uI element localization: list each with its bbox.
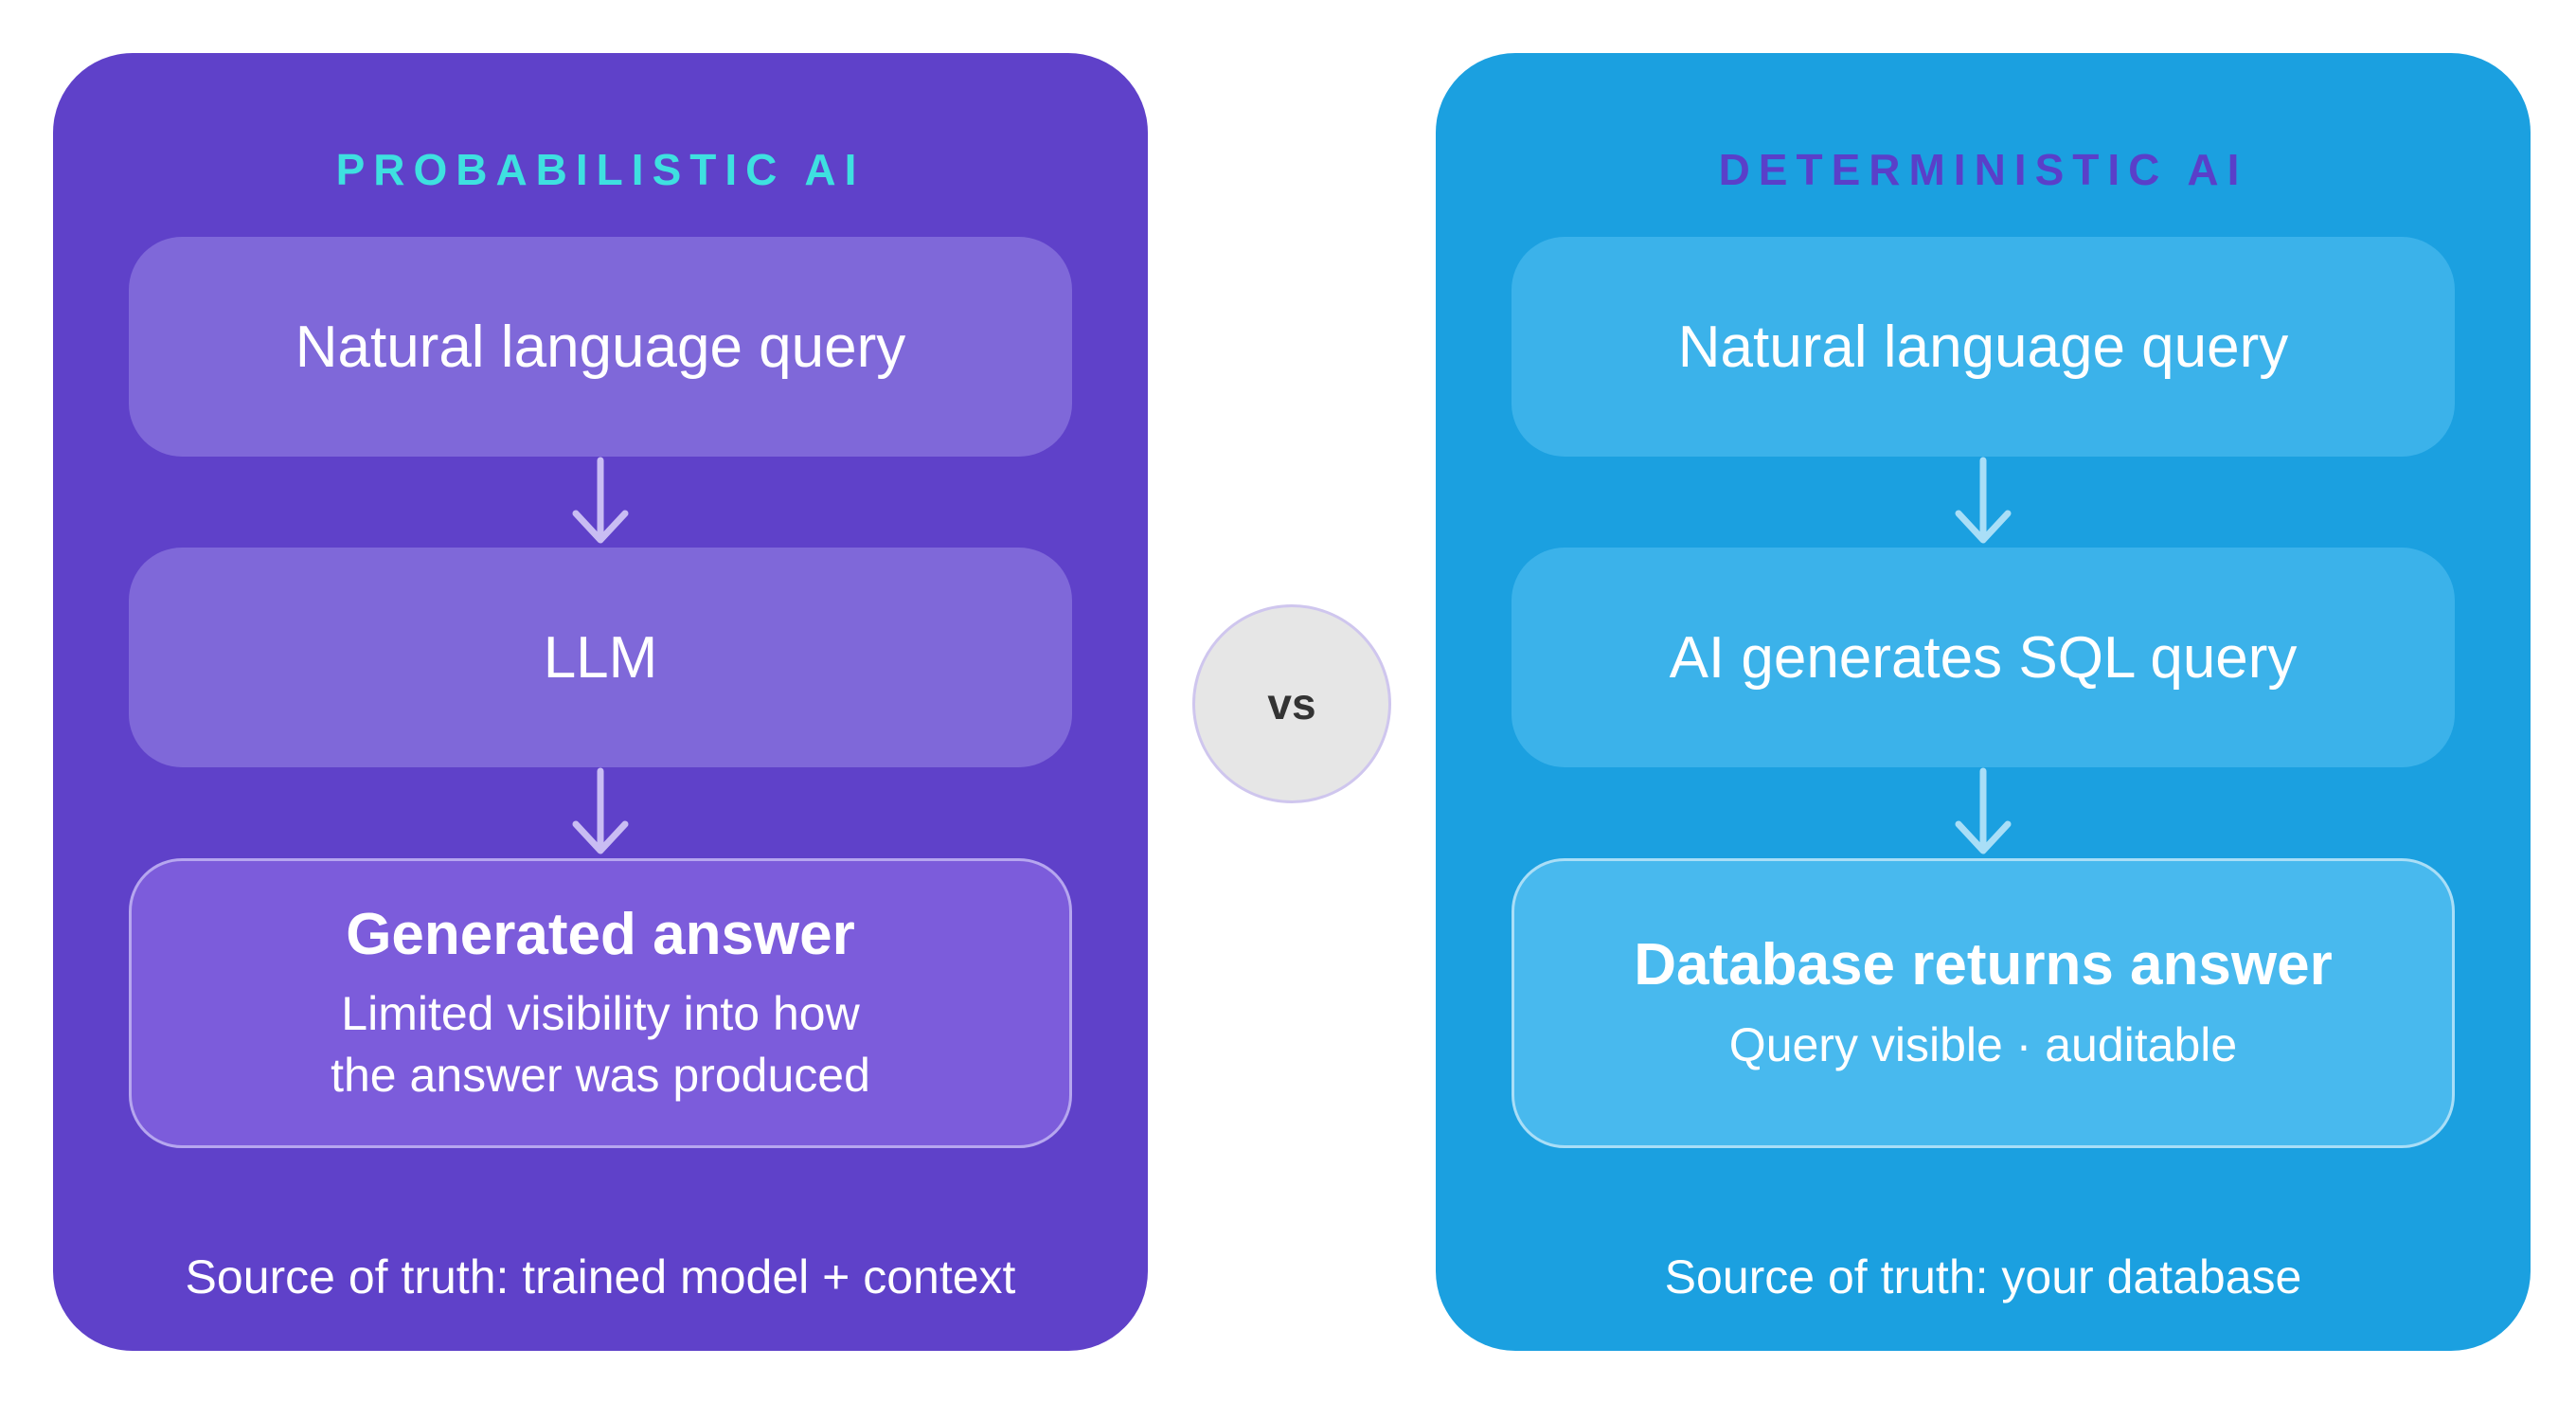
left-result-title: Generated answer (346, 901, 855, 967)
left-result-note-line-1: Limited visibility into how (341, 987, 860, 1041)
probabilistic-ai-panel: PROBABILISTIC AI Natural language query … (53, 53, 1148, 1351)
deterministic-ai-panel: DETERMINISTIC AI Natural language query … (1436, 53, 2531, 1351)
right-result-database-answer: Database returns answer Query visible · … (1512, 858, 2455, 1148)
right-result-note: Query visible · auditable (1728, 1017, 2238, 1071)
left-step-natural-language-query: Natural language query (129, 237, 1072, 457)
left-source-of-truth: Source of truth: trained model + context (185, 1250, 1016, 1303)
left-result-note: Limited visibility into how the answer w… (331, 983, 870, 1106)
deterministic-ai-title: DETERMINISTIC AI (1718, 145, 2248, 194)
arrow-down-icon (572, 457, 629, 544)
arrow-down-icon (1955, 767, 2012, 854)
left-result-note-line-2: the answer was produced (331, 1049, 870, 1103)
right-result-title: Database returns answer (1634, 932, 2333, 998)
arrow-down-icon (572, 767, 629, 854)
right-source-of-truth: Source of truth: your database (1664, 1250, 2302, 1303)
left-step-llm: LLM (129, 548, 1072, 767)
arrow-down-icon (1955, 457, 2012, 544)
vs-badge: vs (1192, 604, 1391, 803)
probabilistic-ai-title: PROBABILISTIC AI (335, 145, 866, 194)
right-step-natural-language-query: Natural language query (1512, 237, 2455, 457)
right-step-ai-generates-sql: AI generates SQL query (1512, 548, 2455, 767)
left-result-generated-answer: Generated answer Limited visibility into… (129, 858, 1072, 1148)
